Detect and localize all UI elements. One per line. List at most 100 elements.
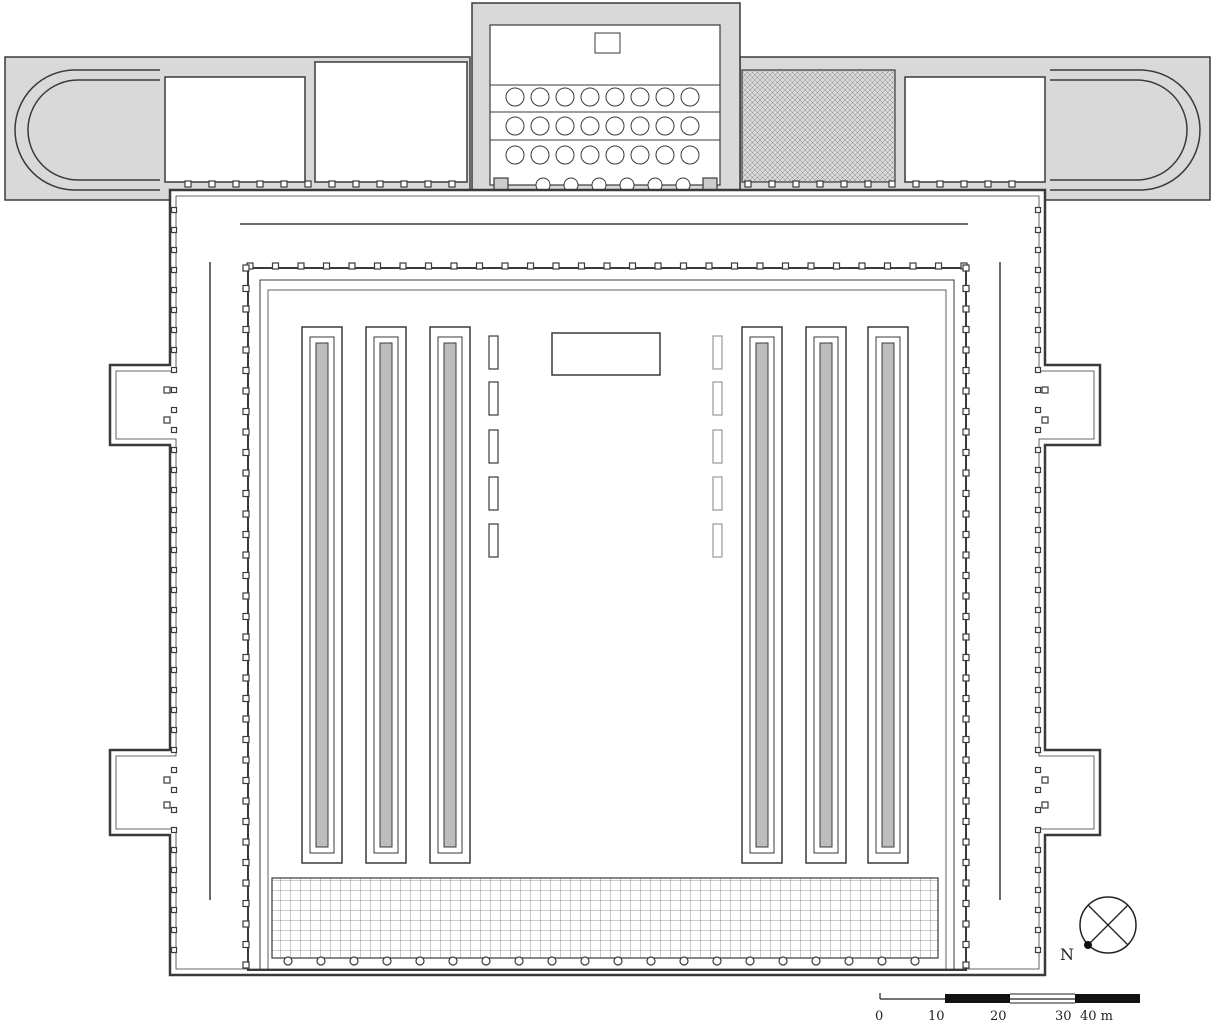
- column-base: [242, 428, 250, 436]
- column-drum: [547, 956, 557, 966]
- column-base: [934, 262, 943, 270]
- column-base: [962, 899, 970, 908]
- column-base: [170, 446, 178, 454]
- colonnade: [163, 180, 1049, 969]
- column-base: [962, 448, 970, 457]
- column-base: [170, 646, 178, 654]
- column-base: [962, 530, 970, 539]
- column-base: [962, 756, 970, 764]
- column-base: [242, 387, 250, 395]
- column-base: [1034, 606, 1042, 614]
- column-base: [170, 886, 178, 894]
- hall-column: [680, 116, 700, 136]
- column-base: [242, 551, 250, 559]
- column-base: [242, 715, 250, 723]
- column-base: [328, 180, 336, 188]
- column-base: [242, 489, 250, 498]
- column-base: [501, 262, 509, 270]
- column-base: [744, 180, 752, 188]
- column-base: [962, 407, 970, 416]
- statue-base: [712, 523, 723, 558]
- column-base: [1034, 946, 1042, 954]
- column-base: [962, 817, 970, 826]
- column-drum: [514, 956, 524, 966]
- column-base: [170, 626, 178, 634]
- column-base: [242, 694, 250, 703]
- column-base: [984, 180, 992, 188]
- column-base: [962, 961, 970, 969]
- column-base: [475, 262, 484, 270]
- column-base: [242, 571, 250, 580]
- pool-water: [881, 342, 895, 848]
- column-base: [170, 726, 178, 734]
- column-base: [170, 926, 178, 934]
- column-base: [768, 180, 776, 188]
- column-base: [450, 262, 458, 270]
- column-base: [603, 262, 611, 270]
- column-base: [807, 262, 815, 270]
- column-base: [1034, 246, 1042, 254]
- column-base: [242, 797, 250, 805]
- column-base: [170, 946, 178, 954]
- column-base: [399, 262, 407, 270]
- column-base: [816, 180, 824, 188]
- column-base: [170, 526, 178, 534]
- column-base: [170, 326, 178, 334]
- column-base: [163, 386, 171, 394]
- column-base: [170, 346, 178, 354]
- column-base: [962, 325, 970, 334]
- scale-tick-20: 20: [990, 1009, 1007, 1024]
- central-platform: [551, 332, 661, 376]
- column-base: [242, 961, 250, 969]
- hall-column: [530, 116, 550, 136]
- column-base: [242, 838, 250, 846]
- hall-column: [505, 145, 525, 165]
- column-base: [1034, 406, 1042, 414]
- column-base: [170, 406, 178, 414]
- column-drum: [283, 956, 293, 966]
- column-base: [1034, 886, 1042, 894]
- column-base: [628, 262, 637, 270]
- column-base: [962, 612, 970, 621]
- pool-water: [755, 342, 769, 848]
- column-base: [1034, 726, 1042, 734]
- column-base: [962, 571, 970, 580]
- column-base: [1034, 786, 1042, 794]
- column-base: [163, 801, 171, 809]
- scale-tick-0: 0: [875, 1009, 883, 1024]
- column-base: [962, 838, 970, 846]
- column-drum: [613, 956, 623, 966]
- column-drum: [745, 956, 755, 966]
- column-base: [170, 826, 178, 834]
- column-base: [962, 592, 970, 600]
- column-base: [962, 305, 970, 313]
- column-base: [962, 510, 970, 518]
- column-base: [962, 940, 970, 949]
- column-base: [242, 735, 250, 744]
- column-base: [792, 180, 800, 188]
- compass-rose-icon: [1079, 896, 1137, 954]
- column-base: [858, 262, 866, 270]
- column-base: [170, 746, 178, 754]
- column-base: [1034, 446, 1042, 454]
- column-base: [1034, 366, 1042, 374]
- pool-group: [301, 326, 909, 864]
- garden-grid: [271, 877, 939, 959]
- column-base: [256, 180, 264, 188]
- column-base: [1008, 180, 1016, 188]
- hall-column: [680, 145, 700, 165]
- column-base: [242, 899, 250, 908]
- hall-column: [680, 87, 700, 107]
- pool-water: [379, 342, 393, 848]
- column-base: [242, 346, 250, 354]
- column-base: [170, 266, 178, 274]
- west-apse: [14, 69, 160, 191]
- column-base: [577, 262, 586, 270]
- column-base: [242, 940, 250, 949]
- column-base: [962, 776, 970, 785]
- column-base: [1034, 426, 1042, 434]
- mosaic-room: [741, 69, 896, 183]
- column-base: [730, 262, 739, 270]
- column-base: [654, 262, 662, 270]
- column-base: [400, 180, 408, 188]
